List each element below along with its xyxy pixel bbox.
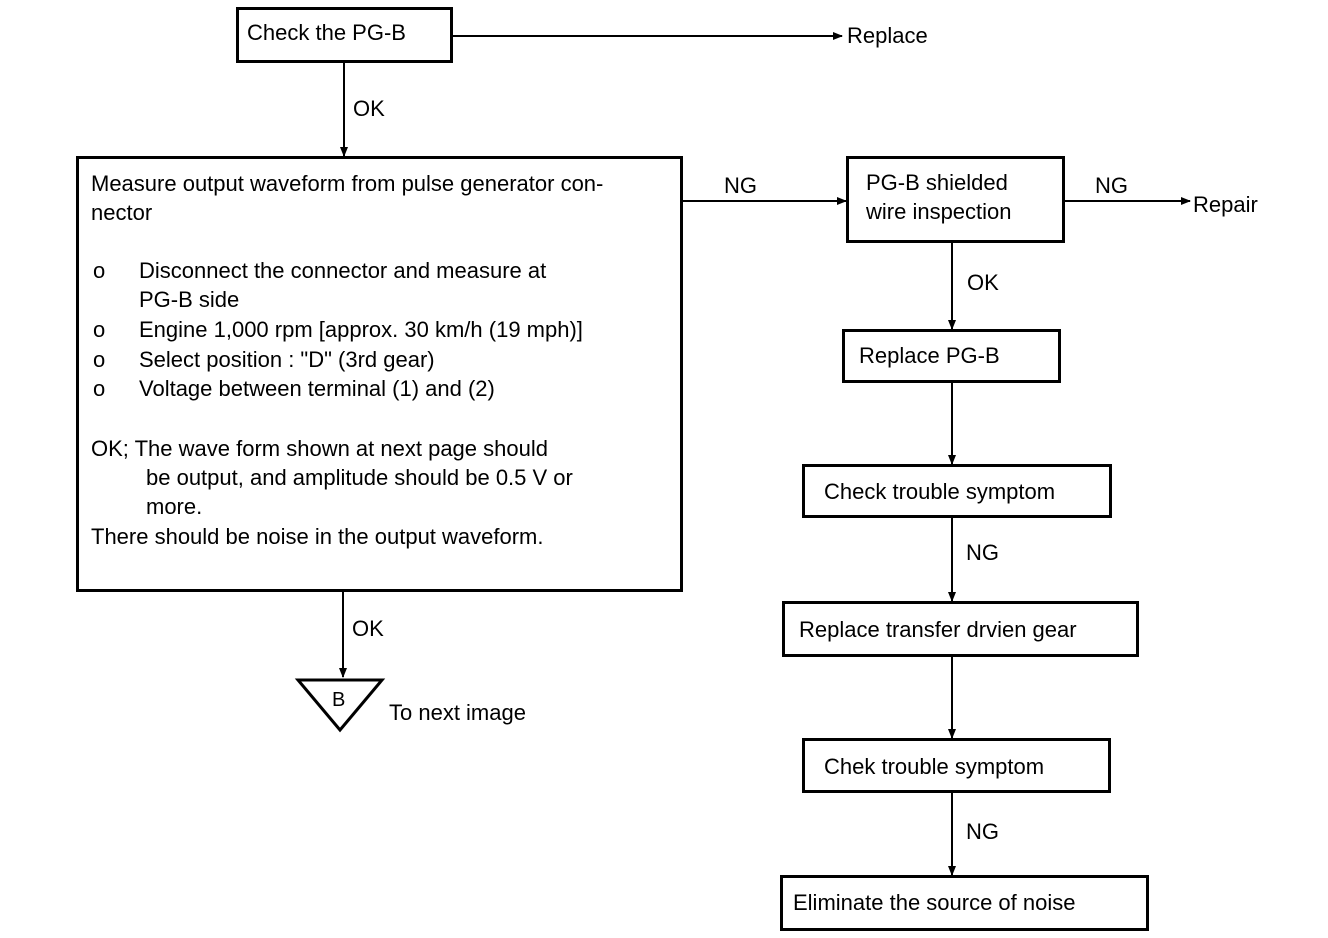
label-replace: Replace bbox=[847, 23, 928, 48]
bullet-mark: o bbox=[93, 376, 106, 401]
check-trouble-box: Check trouble symptom bbox=[802, 464, 1112, 518]
replace-pgb-box: Replace PG-B bbox=[842, 329, 1061, 383]
label-ok-shielded: OK bbox=[967, 270, 999, 295]
check-trouble-text: Check trouble symptom bbox=[824, 479, 1056, 504]
bullet-4-line1: Voltage between terminal (1) and (2) bbox=[139, 376, 495, 401]
measure-ok-line3: more. bbox=[146, 494, 203, 519]
connector-b-triangle bbox=[294, 678, 386, 733]
bullet-3-line1: Select position : "D" (3rd gear) bbox=[139, 347, 435, 372]
measure-ok-line1: OK; The wave form shown at next page sho… bbox=[91, 436, 548, 461]
eliminate-noise-box: Eliminate the source of noise bbox=[780, 875, 1149, 931]
label-ng-shielded: NG bbox=[1095, 173, 1128, 198]
check-pgb-text: Check the PG-B bbox=[247, 20, 406, 45]
measure-title-line2: nector bbox=[91, 200, 153, 225]
measure-noise-line: There should be noise in the output wave… bbox=[91, 524, 544, 549]
label-ng-measure: NG bbox=[724, 173, 757, 198]
replace-pgb-text: Replace PG-B bbox=[859, 343, 1000, 368]
replace-transfer-text: Replace transfer drvien gear bbox=[799, 617, 1077, 642]
check-pgb-box: Check the PG-B bbox=[236, 7, 453, 63]
bullet-1-line1: Disconnect the connector and measure at bbox=[139, 258, 547, 283]
replace-transfer-box: Replace transfer drvien gear bbox=[782, 601, 1139, 657]
label-ng-check-trouble: NG bbox=[966, 540, 999, 565]
measure-waveform-box: Measure output waveform from pulse gener… bbox=[76, 156, 683, 592]
shielded-line1: PG-B shielded bbox=[866, 170, 1008, 195]
eliminate-text: Eliminate the source of noise bbox=[793, 890, 1076, 915]
measure-title-line1: Measure output waveform from pulse gener… bbox=[91, 171, 604, 196]
label-repair: Repair bbox=[1193, 192, 1258, 217]
label-ng-chek-trouble: NG bbox=[966, 819, 999, 844]
bullet-mark: o bbox=[93, 347, 106, 372]
bullet-mark: o bbox=[93, 317, 106, 342]
label-ok-check: OK bbox=[353, 96, 385, 121]
connector-b-label: B bbox=[332, 689, 346, 711]
chek-trouble-box: Chek trouble symptom bbox=[802, 738, 1111, 793]
shielded-line2: wire inspection bbox=[866, 199, 1012, 224]
label-to-next-image: To next image bbox=[389, 700, 526, 725]
label-ok-measure: OK bbox=[352, 616, 384, 641]
chek-trouble-text: Chek trouble symptom bbox=[824, 754, 1045, 779]
bullet-1-line2: PG-B side bbox=[139, 287, 240, 312]
bullet-2-line1: Engine 1,000 rpm [approx. 30 km/h (19 mp… bbox=[139, 317, 583, 342]
measure-ok-line2: be output, and amplitude should be 0.5 V… bbox=[146, 465, 573, 490]
bullet-mark: o bbox=[93, 258, 106, 283]
shielded-wire-box: PG-B shielded wire inspection bbox=[846, 156, 1065, 243]
